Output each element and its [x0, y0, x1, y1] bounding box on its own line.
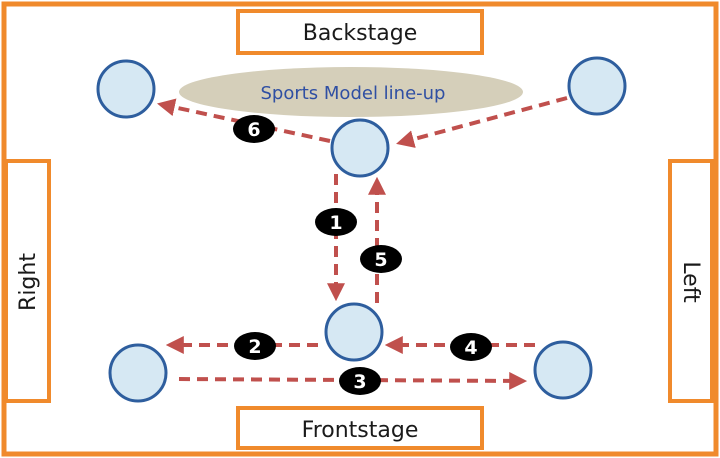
- right-side-box: [4, 159, 51, 403]
- backstage-box: [236, 9, 484, 55]
- step-badge-3: 3: [339, 367, 381, 395]
- step-number-4: 4: [464, 337, 477, 359]
- model-position-front-right: [108, 343, 168, 403]
- step-badge-1: 1: [315, 208, 357, 236]
- step-badge-5: 5: [360, 245, 402, 273]
- step-badge-2: 2: [234, 332, 276, 360]
- frontstage-label: Frontstage: [302, 418, 419, 443]
- step-number-6: 6: [247, 119, 260, 141]
- step-number-1: 1: [329, 212, 342, 234]
- left-side-box: [668, 159, 714, 403]
- model-position-backstage-right: [96, 59, 156, 119]
- lineup-ellipse: [179, 67, 523, 117]
- step-number-5: 5: [374, 249, 387, 271]
- right-side-label: Right: [16, 253, 41, 311]
- step-badge-4: 4: [450, 333, 492, 361]
- lineup-label: Sports Model line-up: [260, 83, 445, 104]
- path-arrow-6: [156, 98, 331, 143]
- path-arrow-entry: [396, 96, 568, 148]
- step-number-2: 2: [248, 336, 261, 358]
- model-position-backstage-left: [567, 56, 627, 116]
- step-badge-6: 6: [233, 115, 275, 143]
- model-position-downstage-center: [324, 302, 384, 362]
- backstage-label: Backstage: [303, 21, 417, 46]
- step-number-3: 3: [353, 371, 366, 393]
- left-side-label: Left: [678, 261, 703, 303]
- model-position-front-left: [533, 340, 593, 400]
- model-position-upstage-center: [330, 118, 390, 178]
- frontstage-box: [236, 406, 484, 450]
